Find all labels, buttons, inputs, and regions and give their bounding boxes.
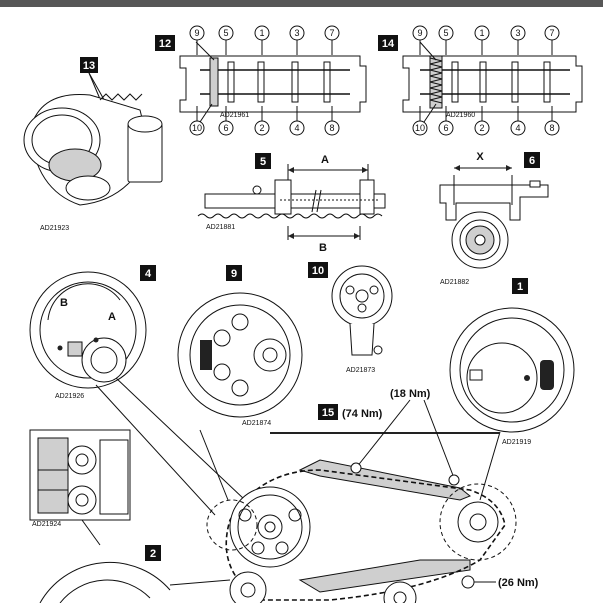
callout-14-label: 14 (382, 38, 395, 50)
figure-code-12: AD21961 (220, 112, 249, 119)
callout-14-badge (378, 35, 398, 51)
cam-position-number-14-8: 8 (549, 123, 554, 133)
dimension-b-label-5: B (319, 242, 327, 254)
figure-code-5: AD21881 (206, 224, 235, 231)
callout-10-badge (308, 262, 328, 278)
callout-12-label: 12 (159, 38, 171, 50)
figure-code-6: AD21882 (440, 279, 469, 286)
cam-position-number-12-10: 10 (192, 123, 202, 133)
dimension-a-label-4: A (108, 311, 116, 323)
dimension-a-label-5: A (321, 154, 329, 166)
callout-13-label: 13 (83, 60, 95, 72)
cam-position-number-12-9: 9 (194, 28, 199, 38)
figure-code-2: AD21924 (32, 521, 61, 528)
cam-position-number-12-5: 5 (223, 28, 228, 38)
callout-4-label: 4 (145, 268, 152, 280)
cam-position-number-14-5: 5 (443, 28, 448, 38)
dimension-b-label-4: B (60, 297, 68, 309)
callout-1-label: 1 (517, 281, 523, 293)
cam-position-number-14-3: 3 (515, 28, 520, 38)
cam-position-number-14-9: 9 (417, 28, 422, 38)
callout-15-label: 15 (322, 407, 334, 419)
callout-2-label: 2 (150, 548, 156, 560)
detail-4: 4 B A AD21926 (29, 265, 156, 400)
callout-9-label: 9 (231, 268, 237, 280)
callout-5-label: 5 (260, 156, 266, 168)
detail-12: 12 AD21961 (155, 35, 367, 129)
callout-6-label: 6 (529, 155, 535, 167)
cam-position-number-12-7: 7 (329, 28, 334, 38)
callout-15-badge (318, 404, 338, 420)
callout-9-badge (226, 265, 242, 281)
top-bar (0, 0, 603, 7)
detail-9: 9 AD21874 (177, 265, 303, 427)
callout-13-badge (80, 57, 98, 73)
cam-position-number-12-6: 6 (223, 123, 228, 133)
cam-position-number-12-1: 1 (259, 28, 264, 38)
torque-18-nm: (18 Nm) (390, 388, 431, 400)
cam-position-number-12-3: 3 (294, 28, 299, 38)
callout-4-badge (140, 265, 156, 281)
cam-position-number-14-2: 2 (479, 123, 484, 133)
figure-code-10: AD21873 (346, 367, 375, 374)
cam-position-number-12-4: 4 (294, 123, 299, 133)
figure-code-9: AD21874 (242, 420, 271, 427)
cam-position-number-14-1: 1 (479, 28, 484, 38)
callout-10-label: 10 (312, 265, 324, 277)
cam-position-number-14-4: 4 (515, 123, 520, 133)
detail-6: 6 X AD21882 (439, 151, 549, 286)
callout-5-badge (255, 153, 271, 169)
detail-14: 14 AD21960 (378, 35, 583, 129)
cam-position-number-14-7: 7 (549, 28, 554, 38)
figure-code-13: AD21923 (40, 225, 69, 232)
cam-position-numbers: 9 5 1 3 7 10 6 2 4 8 9 5 1 3 7 10 6 2 4 8 (189, 25, 560, 136)
torque-26-nm: (26 Nm) (498, 577, 539, 589)
cam-position-number-14-6: 6 (443, 123, 448, 133)
detail-10: 10 AD21873 (308, 262, 393, 374)
dimension-x-label: X (476, 151, 484, 163)
main-assembly: 15 (74 Nm) (18 Nm) (26 Nm) (81, 377, 539, 603)
callout-6-badge (524, 152, 540, 168)
figure-code-1: AD21919 (502, 439, 531, 446)
figure-code-4: AD21926 (55, 393, 84, 400)
callout-1-badge (512, 278, 528, 294)
callout-12-badge (155, 35, 175, 51)
cam-position-number-14-10: 10 (415, 123, 425, 133)
detail-13: 13 AD21923 (23, 57, 163, 232)
detail-1: 1 AD21919 (449, 278, 575, 446)
callout-2-badge (145, 545, 161, 561)
cam-position-number-12-2: 2 (259, 123, 264, 133)
cam-position-number-12-8: 8 (329, 123, 334, 133)
figure-code-14: AD21960 (446, 112, 475, 119)
detail-2-engine-gears: AD21924 2 (29, 429, 171, 603)
torque-74-nm: (74 Nm) (342, 408, 383, 420)
detail-5: 5 A B AD21881 (197, 153, 386, 254)
